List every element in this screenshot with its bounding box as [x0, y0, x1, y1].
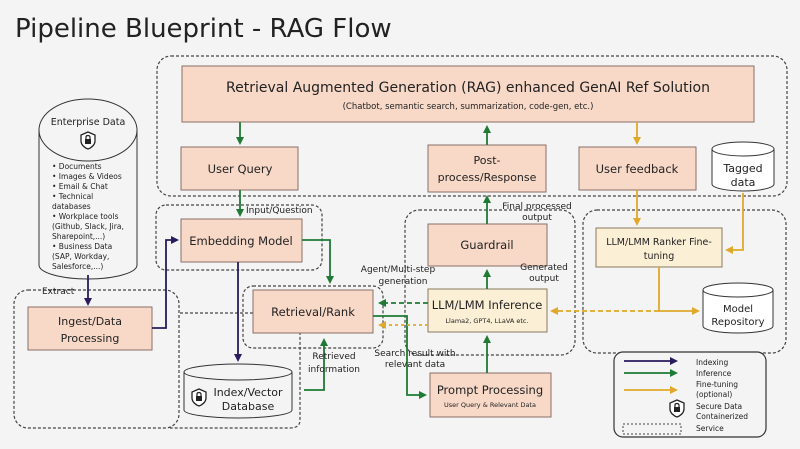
tagged-data-cylinder: Tagged data — [711, 141, 775, 192]
enterprise-data-item: Salesforce,...) — [52, 262, 103, 271]
embedding-model-box — [180, 218, 303, 263]
tagged-data-label-2: data — [731, 176, 756, 189]
enterprise-data-item: Sharepoint,...) — [52, 232, 105, 241]
enterprise-data-item: • Documents — [52, 162, 102, 171]
enterprise-data-item: • Business Data — [52, 242, 112, 251]
index-vector-db-cylinder: Index/Vector Database — [183, 363, 293, 419]
user-query-label: User Query — [208, 162, 273, 176]
enterprise-data-item: databases — [52, 202, 91, 211]
enterprise-data-item: • Images & Videos — [52, 172, 122, 181]
ranker-finetuning-box — [595, 227, 723, 268]
enterprise-data-cylinder: Enterprise Data • Documents• Images & Vi… — [38, 98, 138, 280]
retrieval-rank-box — [252, 289, 374, 334]
prompt-processing-sublabel: User Query & Relevant Data — [444, 401, 536, 409]
container-retrieval — [242, 285, 384, 349]
retrieval-rank-label: Retrieval/Rank — [271, 305, 355, 319]
guardrail-label: Guardrail — [460, 238, 513, 252]
label-input-question: Input/Question — [246, 206, 313, 216]
legend: Indexing Inference Fine-tuning (optional… — [613, 351, 767, 438]
arrow-ingest-to-embedding — [152, 236, 179, 329]
post-process-box — [427, 144, 547, 193]
enterprise-data-title: Enterprise Data — [51, 117, 126, 128]
ingest-label-2: Processing — [61, 332, 120, 345]
label-extract: Extract — [42, 287, 75, 297]
label-final-2: output — [522, 213, 552, 223]
model-repository-cylinder: Model Repository — [702, 282, 774, 334]
legend-label-optional: (optional) — [696, 390, 732, 399]
container-rag-app — [156, 55, 788, 197]
prompt-processing-label: Prompt Processing — [437, 383, 543, 397]
enterprise-data-item: • Workplace tools — [52, 212, 119, 221]
arrow-tagged-to-ranker — [725, 193, 744, 254]
container-embedding — [155, 204, 323, 271]
enterprise-data-item: (SAP, Workday, — [52, 252, 109, 261]
post-process-label-1: Post- — [474, 154, 501, 167]
llm-inference-label: LLM/LMM Inference — [432, 298, 543, 312]
embedding-model-label: Embedding Model — [189, 234, 292, 248]
label-search-1: Search result with — [374, 349, 455, 359]
legend-lock-icon — [669, 399, 685, 418]
user-feedback-label: User feedback — [596, 162, 679, 176]
llm-inference-sublabel: Llama2, GPT4, LLaVA etc. — [445, 317, 528, 325]
ranker-finetuning-label-1: LLM/LMM Ranker Fine- — [606, 237, 712, 248]
label-retrieved-2: information — [308, 365, 360, 375]
guardrail-box — [427, 223, 548, 267]
enterprise-data-item: • Email & Chat — [52, 182, 108, 191]
index-db-label-1: Index/Vector — [213, 386, 283, 399]
llm-inference-box — [427, 288, 548, 333]
arrow-index-to-retrieval — [304, 338, 328, 391]
post-process-label-2: process/Response — [438, 171, 537, 184]
enterprise-data-item: • Technical — [52, 192, 93, 201]
label-generated-2: output — [529, 274, 559, 284]
enterprise-data-item: (Github, Slack, Jira, — [52, 222, 124, 231]
lock-icon — [191, 388, 207, 407]
label-generated-1: Generated — [520, 263, 568, 273]
model-repo-label-1: Model — [723, 304, 753, 315]
prompt-processing-box — [429, 372, 552, 418]
label-search-2: relevant data — [385, 360, 445, 370]
legend-label-containerized: Containerized — [696, 412, 748, 421]
rag-solution-title: Retrieval Augmented Generation (RAG) enh… — [226, 80, 710, 96]
label-retrieved-1: Retrieved — [312, 352, 355, 362]
rag-solution-subtitle: (Chatbot, semantic search, summarization… — [343, 102, 594, 112]
tagged-data-label-1: Tagged — [722, 162, 762, 175]
page-title: Pipeline Blueprint - RAG Flow — [15, 14, 392, 44]
legend-label-secure: Secure Data — [696, 402, 742, 411]
lock-icon — [80, 131, 96, 150]
container-llm — [404, 209, 576, 356]
user-feedback-box — [578, 146, 697, 191]
arrow-retrieval-to-prompt — [373, 315, 427, 399]
label-final-1: Final processed — [502, 202, 571, 212]
ingest-label-1: Ingest/Data — [58, 315, 122, 328]
legend-label-finetuning: Fine-tuning — [696, 380, 738, 389]
label-agent-2: generation — [379, 277, 428, 287]
legend-label-inference: Inference — [696, 369, 732, 378]
legend-container-box — [622, 423, 682, 435]
ranker-finetuning-label-2: tuning — [644, 251, 674, 262]
ingest-box — [27, 306, 153, 351]
legend-label-indexing: Indexing — [696, 358, 728, 367]
model-repo-label-2: Repository — [711, 317, 764, 328]
arrow-embedding-to-retrieval — [302, 239, 334, 284]
arrow-ranker-to-repo — [658, 267, 700, 315]
legend-label-service: Service — [696, 424, 724, 433]
label-agent-1: Agent/Multi-step — [361, 265, 436, 275]
rag-solution-box — [181, 65, 755, 123]
index-db-label-2: Database — [222, 400, 275, 413]
